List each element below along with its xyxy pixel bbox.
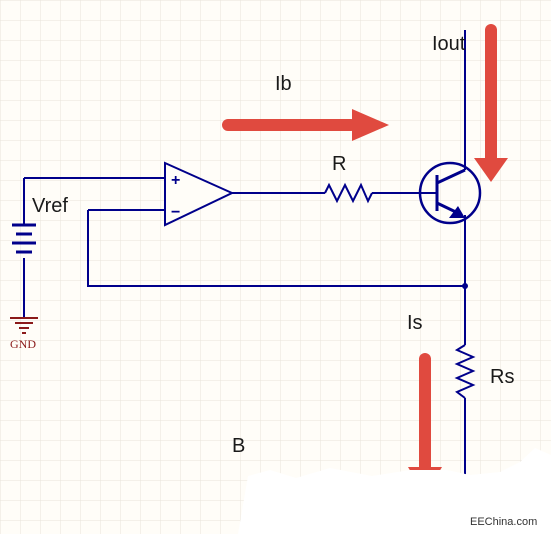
resistor-r [324,182,373,204]
arrow-ib [222,109,389,141]
label-r: R [332,153,346,175]
label-iout: Iout [432,33,466,55]
label-vref: Vref [32,195,68,217]
label-b: B [232,435,245,457]
label-is: Is [407,312,423,334]
watermark: EEChina.com [470,516,537,528]
wires [23,30,466,487]
battery-vref [12,223,36,254]
ground-symbol-left [10,317,38,334]
resistor-rs [454,344,476,399]
current-arrows [222,24,508,496]
paper-overlay [238,448,551,534]
wire-feedback [87,210,465,287]
op-amp [164,161,235,227]
junction-dot [462,283,468,289]
opamp-plus-sign: + [171,172,180,189]
label-rs: Rs [490,366,514,388]
label-gnd: GND [10,337,36,351]
label-ib: Ib [275,73,292,95]
arrow-iout [474,24,508,182]
npn-transistor [418,161,482,225]
opamp-minus-sign: − [171,204,180,221]
